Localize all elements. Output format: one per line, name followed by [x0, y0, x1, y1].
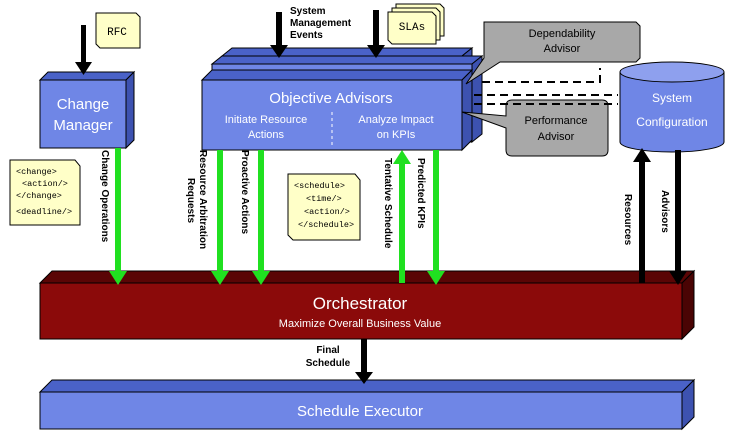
tentative-schedule-arrow: Tentative Schedule	[382, 150, 411, 283]
predicted-kpis-arrow: Predicted KPIs	[415, 150, 445, 285]
resource-arbitration-arrow: Resource Arbitration Requests	[185, 150, 229, 285]
tentative-schedule-label: Tentative Schedule	[382, 158, 393, 249]
resource-arbitration-label-line1: Resource Arbitration	[197, 150, 208, 249]
dependability-advisor-line1: Dependability	[529, 28, 596, 40]
schedule-executor-box: Schedule Executor	[38, 378, 696, 431]
dependability-advisor-callout: Dependability Advisor	[465, 21, 641, 85]
schedule-executor-label: Schedule Executor	[297, 403, 423, 420]
slas-note: SLAs	[387, 3, 445, 45]
orchestrator-subtitle: Maximize Overall Business Value	[279, 318, 441, 330]
initiate-resource-line1: Initiate Resource	[225, 114, 308, 126]
schedule-note-line2: <time/>	[306, 194, 342, 204]
system-configuration-cylinder: System Configuration	[619, 61, 725, 153]
performance-advisor-callout: Performance Advisor	[461, 99, 609, 157]
resource-arbitration-label-line2: Requests	[185, 178, 196, 223]
orchestrator-box: Orchestrator Maximize Overall Business V…	[38, 269, 696, 341]
final-schedule-label-line2: Schedule	[306, 358, 351, 369]
change-note-line4: <deadline/>	[16, 207, 72, 217]
change-note-line3: </change>	[16, 191, 62, 201]
objective-advisors-title: Objective Advisors	[269, 90, 392, 107]
schedule-note-line4: </schedule>	[298, 220, 354, 230]
schedule-note-line1: <schedule>	[294, 181, 345, 191]
system-configuration-line1: System	[652, 91, 692, 105]
proactive-actions-label: Proactive Actions	[239, 150, 250, 235]
change-operations-arrow: Change Operations	[99, 148, 127, 285]
analyze-impact-line1: Analyze Impact	[358, 114, 433, 126]
schedule-note-line3: <action/>	[304, 207, 350, 217]
system-management-events-arrow: System Management Events	[270, 6, 352, 58]
slas-arrow	[367, 10, 385, 58]
initiate-resource-line2: Actions	[248, 129, 285, 141]
advisors-arrow: Advisors	[659, 150, 687, 285]
change-note-line2: <action/>	[22, 179, 68, 189]
schedule-note: <schedule> <time/> <action/> </schedule>	[287, 173, 361, 241]
dashed-connectors	[474, 68, 618, 105]
change-manager-box: Change Manager	[38, 70, 136, 150]
slas-label: SLAs	[399, 22, 425, 34]
change-operations-label: Change Operations	[99, 150, 110, 243]
analyze-impact-line2: on KPIs	[377, 129, 416, 141]
proactive-actions-arrow: Proactive Actions	[239, 150, 270, 285]
change-operations-note: <change> <action/> </change> <deadline/>	[9, 159, 81, 226]
dependability-advisor-line2: Advisor	[544, 43, 581, 55]
performance-advisor-line1: Performance	[525, 115, 588, 127]
resources-arrow: Resources	[622, 148, 651, 283]
change-note-line1: <change>	[16, 167, 57, 177]
sme-label-line3: Events	[290, 30, 323, 41]
advisors-label: Advisors	[659, 190, 670, 233]
change-manager-label-line1: Change	[57, 96, 110, 113]
rfc-label: RFC	[107, 27, 127, 39]
change-manager-label-line2: Manager	[53, 117, 112, 134]
performance-advisor-line2: Advisor	[538, 131, 575, 143]
orchestrator-title: Orchestrator	[313, 294, 408, 313]
resources-label: Resources	[622, 194, 633, 246]
sme-label-line2: Management	[290, 18, 352, 29]
rfc-arrow	[75, 25, 92, 75]
final-schedule-label-line1: Final	[316, 345, 340, 356]
rfc-note: RFC	[95, 12, 141, 49]
system-configuration-line2: Configuration	[636, 115, 707, 129]
objective-advisors-stack: Objective Advisors Initiate Resource Act…	[200, 46, 484, 152]
predicted-kpis-label: Predicted KPIs	[415, 158, 426, 229]
final-schedule-arrow: Final Schedule	[306, 339, 373, 384]
sme-label-line1: System	[290, 6, 326, 17]
